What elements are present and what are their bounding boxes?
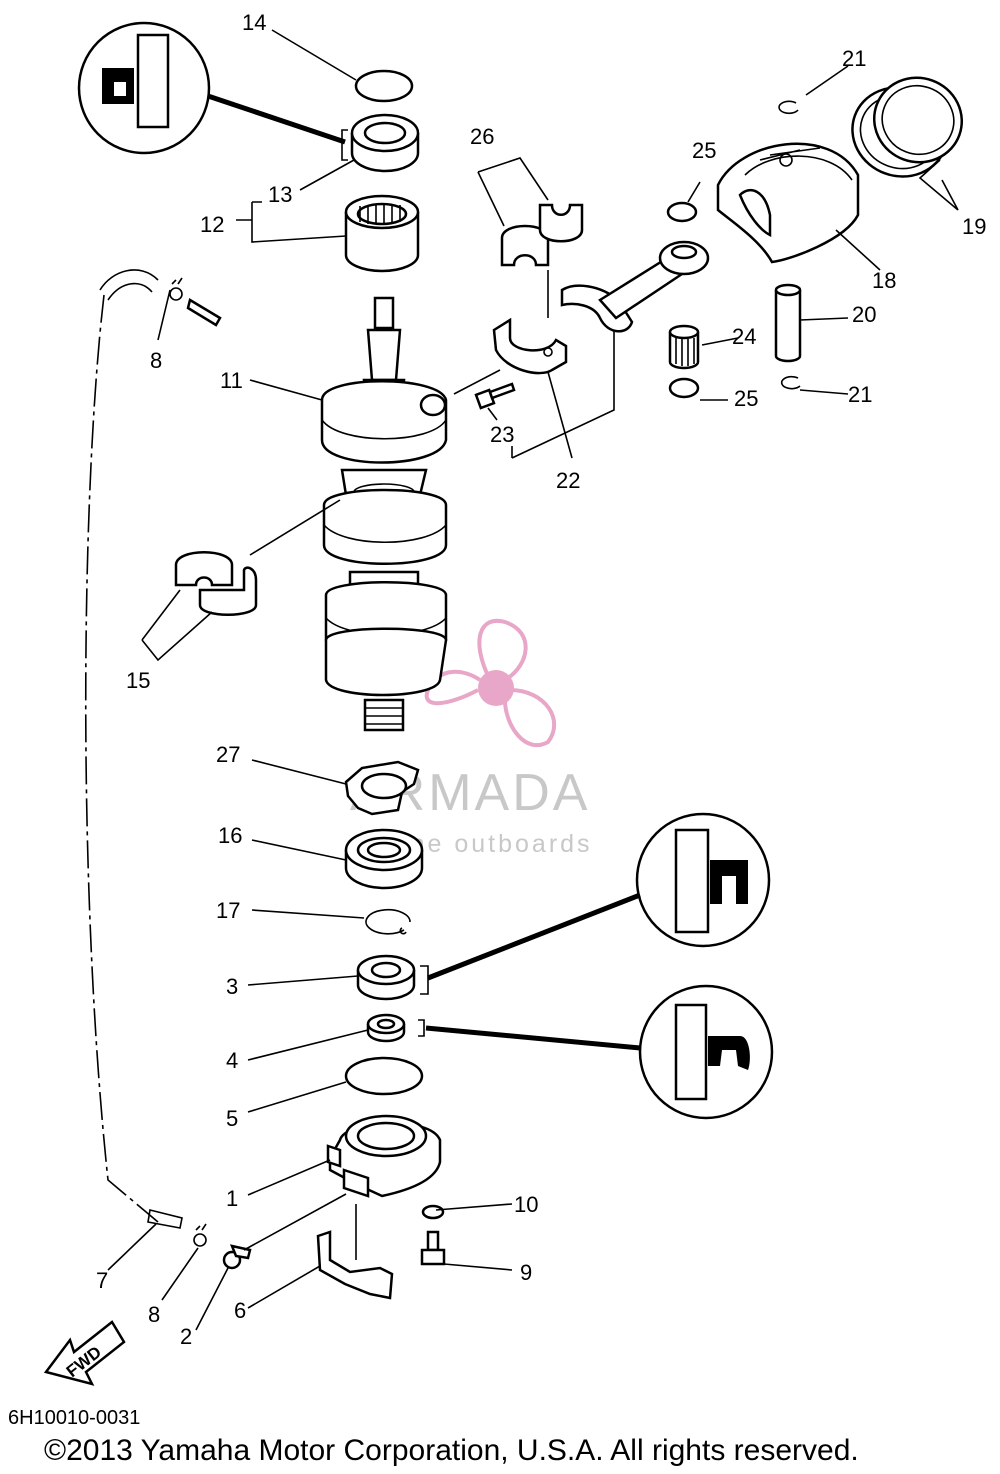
label-8a: 8 <box>150 348 162 373</box>
label-16: 16 <box>218 823 242 848</box>
needle-bearing-24 <box>668 324 700 370</box>
piston-pin-20 <box>774 283 802 363</box>
label-20: 20 <box>852 302 876 327</box>
clamp-8-bottom <box>193 1223 207 1247</box>
label-21a: 21 <box>842 46 866 71</box>
piston-18 <box>716 142 860 264</box>
label-23: 23 <box>490 422 514 447</box>
part-labels: 14 13 12 8 11 15 26 23 22 25 25 24 20 21… <box>96 10 986 1349</box>
ball-bearing-16 <box>344 828 424 890</box>
label-12: 12 <box>200 212 224 237</box>
housing-1 <box>326 1114 442 1198</box>
connecting-rod <box>560 240 710 333</box>
label-24: 24 <box>732 324 756 349</box>
clamp-8-top <box>169 277 222 327</box>
label-22: 22 <box>556 468 580 493</box>
fwd-arrow: FWD <box>43 1320 126 1386</box>
plate-6 <box>316 1230 394 1300</box>
hose-7 <box>84 269 183 1229</box>
label-5: 5 <box>226 1106 238 1131</box>
label-3: 3 <box>226 974 238 999</box>
bearing-12 <box>344 194 420 273</box>
washer-10 <box>421 1204 445 1220</box>
label-4: 4 <box>226 1048 238 1073</box>
label-25b: 25 <box>734 386 758 411</box>
label-13: 13 <box>268 182 292 207</box>
detail-circle-mid <box>427 812 771 981</box>
label-18: 18 <box>872 268 896 293</box>
oil-seal-4 <box>366 1013 425 1043</box>
leader-lines <box>107 29 959 1331</box>
oil-seal-3 <box>356 954 429 1001</box>
bolt-9 <box>420 1230 446 1266</box>
o-ring-5 <box>344 1056 424 1096</box>
copyright: ©2013 Yamaha Motor Corporation, U.S.A. A… <box>44 1434 859 1467</box>
washer-25-bottom <box>668 377 700 399</box>
label-8b: 8 <box>148 1302 160 1327</box>
crankshaft-11 <box>320 296 448 732</box>
bearing-15 <box>174 551 258 616</box>
label-17: 17 <box>216 898 240 923</box>
washer-25-top <box>666 201 698 223</box>
clip-21-top <box>778 100 799 115</box>
label-14: 14 <box>242 10 266 35</box>
clip-21-bottom <box>780 375 801 390</box>
label-10: 10 <box>514 1192 538 1217</box>
detail-circle-top <box>77 21 346 155</box>
label-7: 7 <box>96 1268 108 1293</box>
label-6: 6 <box>234 1298 246 1323</box>
label-9: 9 <box>520 1260 532 1285</box>
conrod-cap-22 <box>492 317 568 375</box>
circlip-17 <box>365 908 411 935</box>
label-21b: 21 <box>848 382 872 407</box>
oil-seal-13 <box>341 113 420 173</box>
bearing-26 <box>500 203 584 267</box>
label-27: 27 <box>216 742 240 767</box>
o-ring-14 <box>354 69 414 103</box>
label-1: 1 <box>226 1186 238 1211</box>
bolt-23 <box>474 382 516 410</box>
label-19: 19 <box>962 214 986 239</box>
piston-rings-19 <box>851 76 964 178</box>
diagram-code: 6H10010-0031 <box>8 1407 140 1429</box>
label-15: 15 <box>126 668 150 693</box>
detail-circle-bottom <box>425 984 774 1120</box>
label-25a: 25 <box>692 138 716 163</box>
label-2: 2 <box>180 1324 192 1349</box>
label-26: 26 <box>470 124 494 149</box>
label-11: 11 <box>220 368 243 393</box>
gear-27 <box>344 760 420 816</box>
